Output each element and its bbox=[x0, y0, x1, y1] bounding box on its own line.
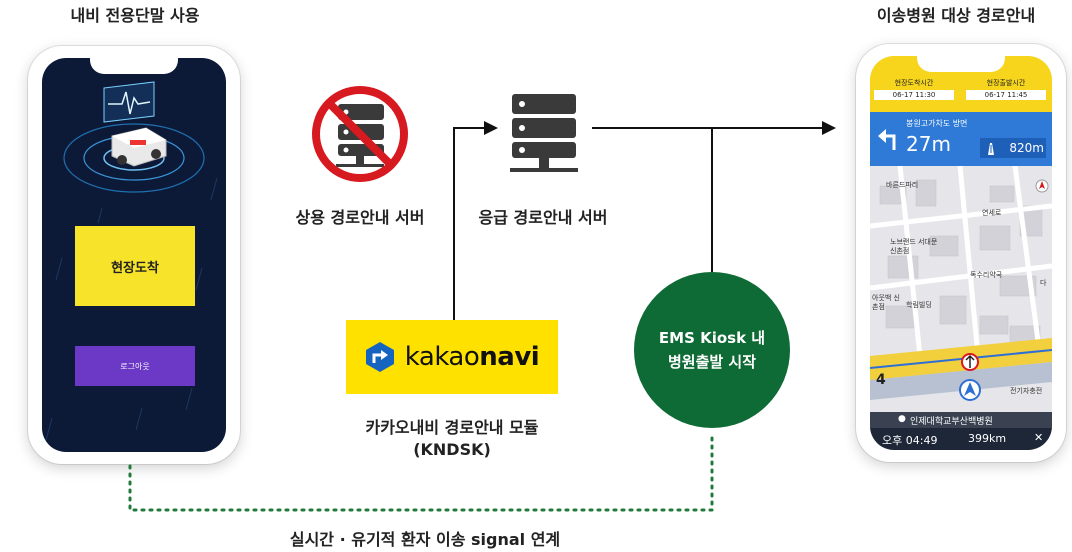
kakao-caption-line1: 카카오내비 경로안내 모듈 bbox=[365, 418, 539, 437]
depart-time-box: 현장출발시간 06-17 11:45 bbox=[966, 78, 1046, 100]
remaining-distance: 399km bbox=[968, 432, 1007, 445]
map-background bbox=[870, 165, 1052, 426]
pin-icon: ● bbox=[898, 414, 906, 424]
commercial-server-prohibited-icon bbox=[312, 86, 408, 182]
lane-count: 4 bbox=[876, 372, 886, 388]
link-caption: 실시간 · 유기적 환자 이송 signal 연계 bbox=[289, 530, 561, 549]
depart-time-label: 현장출발시간 bbox=[986, 79, 1026, 87]
ems-line1: EMS Kiosk 내 bbox=[658, 329, 766, 347]
kakaonavi-wordmark: kakaonavi bbox=[404, 342, 540, 372]
depart-time: 06-17 11:45 bbox=[966, 90, 1046, 100]
next-distance-box: 820m bbox=[980, 138, 1046, 158]
emergency-server-label: 응급 경로안내 서버 bbox=[478, 208, 608, 227]
ems-kiosk-circle: EMS Kiosk 내 병원출발 시작 bbox=[634, 272, 790, 428]
right-phone: 현장도착시간 06-17 11:30 현장출발시간 06-17 11:45 봉원… bbox=[856, 44, 1066, 462]
eta-bar: 오후 04:49 399km ✕ bbox=[870, 428, 1052, 450]
map-label-3: 노브랜드 서대문신촌점 bbox=[890, 238, 938, 255]
ems-line2: 병원출발 시작 bbox=[667, 353, 757, 371]
map-label-2: 연세로 bbox=[982, 209, 1002, 217]
poi-label: 전기자충전 bbox=[1010, 387, 1043, 395]
map-label-5: 아웃백 신촌점 bbox=[872, 294, 900, 311]
arrival-button[interactable]: 현장도착 bbox=[75, 226, 195, 306]
rain-background bbox=[45, 81, 218, 441]
map-label-7: 다 bbox=[1040, 279, 1047, 287]
map-label-1: 바른드파리 bbox=[886, 181, 919, 189]
commercial-server-label: 상용 경로안내 서버 bbox=[295, 208, 425, 227]
kakao-caption-line2: (KNDSK) bbox=[413, 440, 491, 459]
left-phone-screen: 현장도착 로그아웃 bbox=[42, 58, 226, 452]
turn-distance: 27m bbox=[906, 132, 951, 156]
arrival-time: 06-17 11:30 bbox=[874, 90, 954, 100]
next-distance: 820m bbox=[1009, 141, 1044, 155]
left-phone-title: 내비 전용단말 사용 bbox=[70, 6, 200, 25]
kakaonavi-logo: kakaonavi bbox=[346, 320, 558, 394]
destination-bar: ● 인제대학교부산백병원 bbox=[870, 412, 1052, 428]
map-label-4: 독수리약국 bbox=[970, 271, 1003, 279]
phone-notch bbox=[917, 56, 1005, 72]
turn-left-icon bbox=[878, 129, 896, 150]
kakaonavi-wordmark-light: kakao bbox=[404, 342, 480, 372]
ambulance-hologram bbox=[63, 81, 205, 193]
left-phone: 현장도착 로그아웃 bbox=[28, 46, 240, 464]
kakaonavi-wordmark-bold: navi bbox=[479, 342, 540, 372]
kakaonavi-hexagon-icon bbox=[365, 342, 394, 372]
eta-time: 오후 04:49 bbox=[882, 434, 938, 447]
logout-button[interactable]: 로그아웃 bbox=[75, 346, 195, 386]
destination-name: 인제대학교부산백병원 bbox=[910, 417, 993, 427]
close-icon[interactable]: ✕ bbox=[1034, 431, 1044, 444]
turn-instruction-panel: 봉원고가차도 방면 27m 820m bbox=[870, 112, 1052, 166]
emergency-server-icon bbox=[510, 94, 578, 172]
map-label-6: 학림빌딩 bbox=[906, 301, 932, 309]
route-name: 봉원고가차도 방면 bbox=[906, 119, 968, 128]
arrival-time-label: 현장도착시간 bbox=[894, 79, 934, 87]
right-phone-title: 이송병원 대상 경로안내 bbox=[876, 6, 1036, 25]
phone-notch bbox=[90, 58, 178, 74]
road-icon bbox=[988, 143, 994, 155]
right-phone-screen: 현장도착시간 06-17 11:30 현장출발시간 06-17 11:45 봉원… bbox=[870, 56, 1052, 450]
arrival-time-box: 현장도착시간 06-17 11:30 bbox=[874, 78, 954, 100]
